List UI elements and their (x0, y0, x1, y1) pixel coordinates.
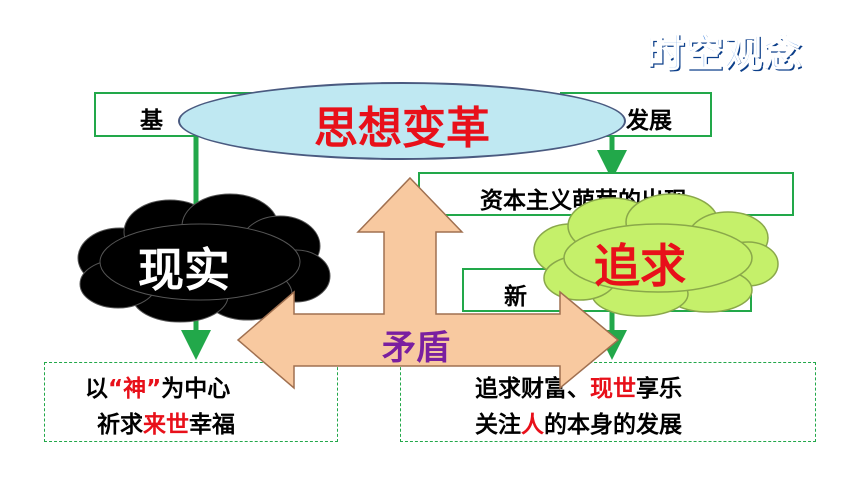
center-oval: 思想变革 (178, 82, 626, 160)
bl-l1-p2: 为中心 (161, 376, 231, 402)
bl-l2-p2: 幸福 (189, 412, 235, 438)
bl-l1-p1: 以 (85, 376, 108, 402)
br-l1-p1: 追求财富、 (475, 376, 590, 402)
arrow-label: 矛盾 (382, 328, 450, 368)
br-l1-h1: 现世 (590, 376, 636, 402)
bl-l1-q2: ” (146, 376, 162, 402)
bottom-left-line1: 以“神”为中心 (85, 369, 230, 403)
cloud-left-text: 现实 (138, 243, 230, 297)
bottom-left-box: 以“神”为中心 祈求来世幸福 (44, 362, 338, 442)
br-l2-p2: 的本身的发展 (544, 412, 682, 438)
center-oval-text: 思想变革 (314, 103, 490, 154)
bl-l2-h1: 来世 (143, 412, 189, 438)
middle-box-text: 资本主义萌芽的出现 (480, 188, 687, 214)
bottom-right-line2: 关注人的本身的发展 (475, 405, 682, 439)
bl-l1-q1: “ (108, 376, 124, 402)
top-right-box-text: 发展 (626, 108, 672, 134)
top-left-box-text: 基 (140, 108, 163, 134)
cloud-right-text: 追求 (594, 239, 686, 293)
br-l2-p1: 关注 (475, 412, 521, 438)
bottom-right-box: 追求财富、现世享乐 关注人的本身的发展 (400, 362, 816, 442)
bl-l1-h1: 神 (123, 376, 147, 402)
br-l1-p2: 享乐 (636, 376, 682, 402)
middle-box: 资本主义萌芽的出现 (418, 172, 794, 216)
lower-box-text: 新 (504, 284, 527, 310)
bottom-left-line2: 祈求来世幸福 (97, 405, 235, 439)
bl-l2-p1: 祈求 (97, 412, 143, 438)
corner-title: 时空观念 (645, 30, 803, 76)
bottom-right-line1: 追求财富、现世享乐 (475, 369, 682, 403)
br-l2-h1: 人 (521, 412, 544, 438)
